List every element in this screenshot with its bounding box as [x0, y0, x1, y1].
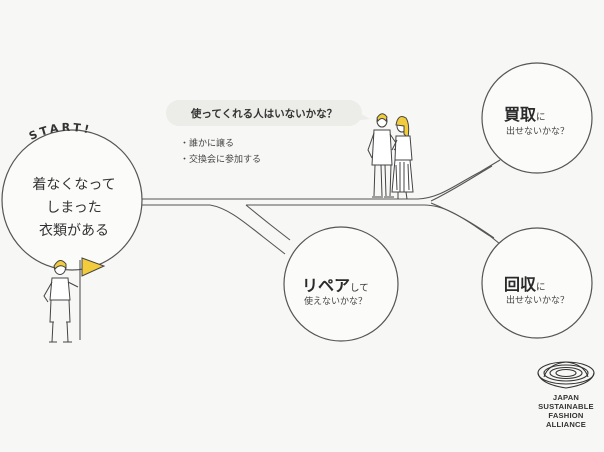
- repair-particle: して: [350, 283, 369, 294]
- buy-circle: [481, 62, 593, 174]
- start-line-1: 着なくなって: [32, 177, 116, 193]
- logo-line-1: JAPAN: [552, 393, 580, 402]
- buy-title: 買取に: [504, 101, 546, 125]
- repair-branch-b: [245, 204, 291, 241]
- logo-line-4: ALLIANCE: [546, 420, 586, 429]
- question-bubble: [166, 100, 370, 126]
- repair-sub: 使えないかな？: [304, 297, 368, 307]
- bullet-give-away: ・誰かに譲る: [180, 139, 235, 149]
- collect-main: 回収: [504, 275, 537, 294]
- repair-branch-a: [209, 204, 286, 255]
- start-line-3: 衣類がある: [39, 223, 109, 239]
- buy-main: 買取: [504, 105, 537, 124]
- buy-sub: 出せないかな？: [506, 127, 570, 137]
- jsfa-logo-wordmark: JAPAN SUSTAINABLE FASHION ALLIANCE: [528, 393, 604, 429]
- repair-main: リペア: [302, 276, 351, 295]
- repair-circle: [283, 226, 399, 342]
- start-description: 着なくなって しまった 衣類がある: [28, 174, 120, 243]
- start-line-2: しまった: [46, 200, 102, 216]
- logo-line-2: SUSTAINABLE: [538, 402, 594, 411]
- repair-title: リペアして: [302, 272, 369, 296]
- branch-upper-edge: [430, 165, 493, 202]
- collect-particle: に: [536, 282, 546, 293]
- jsfa-logo-icon: [537, 361, 595, 389]
- logo-line-3: FASHION: [548, 411, 584, 420]
- question-bubble-text: 使ってくれる人はいないかな？: [190, 108, 338, 120]
- bullet-swap-event: ・交換会に参加する: [180, 155, 262, 165]
- collect-sub: 出せないかな？: [506, 296, 570, 306]
- start-circle: [1, 129, 143, 271]
- collect-title: 回収に: [504, 271, 546, 295]
- buy-particle: に: [536, 112, 546, 123]
- flow-paths: [138, 159, 501, 255]
- woman-with-flag-illustration: [43, 257, 106, 343]
- branch-lower-edge: [430, 202, 495, 239]
- collect-circle: [481, 227, 593, 339]
- couple-illustration: [367, 113, 414, 200]
- main-path-top: [138, 159, 501, 200]
